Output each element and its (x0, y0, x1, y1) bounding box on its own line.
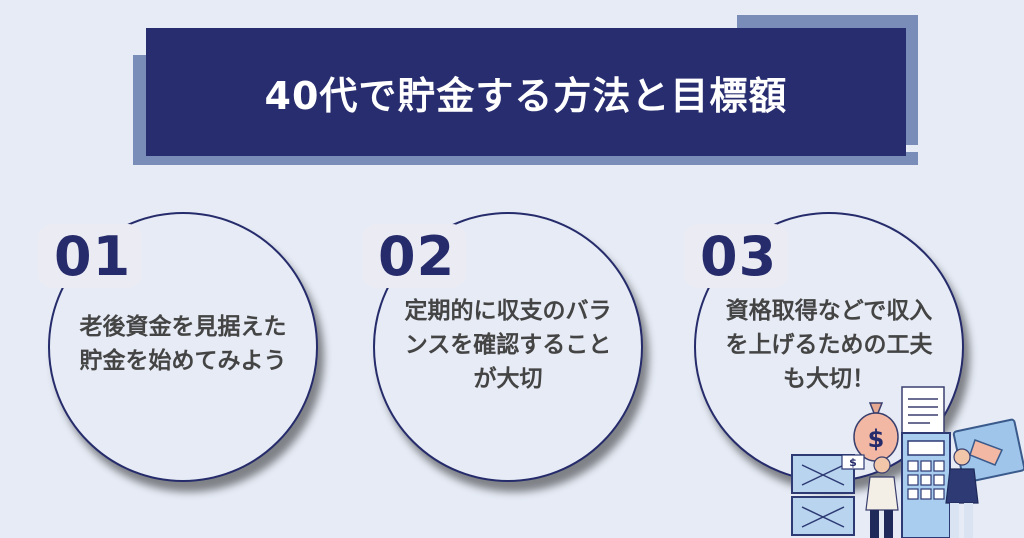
svg-text:$: $ (849, 456, 857, 469)
step-number-1: 01 (54, 224, 132, 288)
step-description-2: 定期的に収支のバラ ンスを確認すること が大切 (375, 294, 641, 396)
step-number-badge-3: 03 (684, 224, 788, 288)
step-number-3: 03 (700, 224, 778, 288)
money-bag-icon: $ (853, 402, 899, 462)
step-2-line-3: が大切 (473, 366, 543, 392)
page-title: 40代で貯金する方法と目標額 (264, 73, 788, 118)
step-3-line-3: も大切！ (783, 366, 875, 392)
person-left-figure (865, 456, 899, 538)
step-3-line-1: 資格取得などで収入 (725, 298, 933, 324)
step-1-line-1: 老後資金を見据えた (79, 314, 287, 340)
invoice-icon: $ (791, 454, 865, 536)
calculator-icon (901, 432, 951, 538)
title-banner: 40代で貯金する方法と目標額 (146, 28, 906, 156)
person-right-figure (945, 448, 979, 538)
receipt-icon (901, 386, 945, 436)
step-description-1: 老後資金を見据えた 貯金を始めてみよう (50, 310, 316, 378)
step-3-line-2: を上げるための工夫 (725, 332, 933, 358)
step-number-badge-2: 02 (362, 224, 466, 288)
step-1-line-2: 貯金を始めてみよう (79, 348, 287, 374)
step-2-line-2: ンスを確認すること (404, 332, 612, 358)
svg-text:$: $ (868, 425, 885, 453)
step-number-2: 02 (378, 224, 456, 288)
step-number-badge-1: 01 (38, 224, 142, 288)
finance-illustration: $ $ (791, 386, 1024, 538)
step-description-3: 資格取得などで収入 を上げるための工夫 も大切！ (696, 294, 962, 396)
banknote-icon (952, 418, 1024, 484)
step-2-line-1: 定期的に収支のバラ (404, 298, 612, 324)
